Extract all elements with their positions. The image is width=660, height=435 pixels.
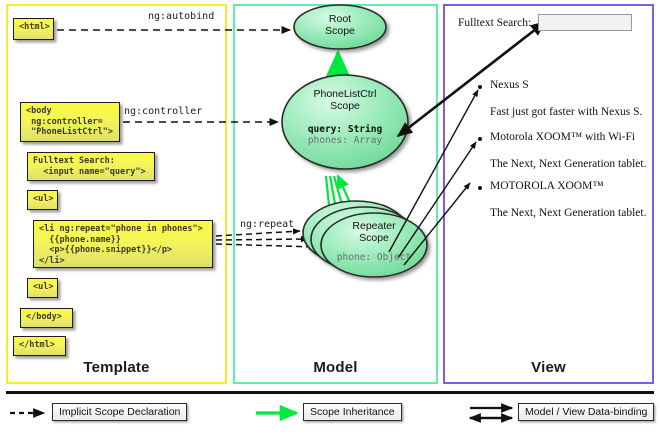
code-box-ul-close: <ul>: [27, 278, 58, 298]
view-item-snippet-2: The Next, Next Generation tablet.: [490, 158, 647, 170]
code-box-li-repeat: <li ng:repeat="phone in phones"> {{phone…: [33, 220, 213, 268]
legend-divider: [6, 391, 654, 394]
view-item-snippet-3: The Next, Next Generation tablet.: [490, 207, 647, 219]
code-box-body-open: <body ng:controller= "PhoneListCtrl">: [20, 102, 120, 142]
legend-label-model-view-data-binding: Model / View Data-binding: [518, 403, 655, 421]
view-item-snippet-1: Fast just got faster with Nexus S.: [490, 106, 643, 118]
legend-arrows: [10, 403, 514, 423]
code-box-ul-open: <ul>: [27, 190, 58, 210]
view-item-name-2: Motorola XOOM™ with Wi-Fi: [490, 131, 636, 143]
view-item-name-3: MOTOROLA XOOM™: [490, 180, 604, 192]
code-box-html-close: </html>: [13, 336, 66, 356]
legend-label-implicit-scope-declaration: Implicit Scope Declaration: [52, 403, 188, 421]
view-search-label: Fulltext Search:: [458, 17, 532, 29]
column-model: Model: [233, 4, 438, 384]
column-label-view: View: [531, 359, 566, 376]
column-view: View: [443, 4, 654, 384]
view-bullet-3: [478, 186, 482, 190]
column-label-template: Template: [83, 359, 150, 376]
code-box-html-open: <html>: [13, 18, 54, 40]
view-item-name-1: Nexus S: [490, 79, 529, 91]
legend: Implicit Scope Declaration Scope Inherit…: [0, 391, 660, 435]
code-box-search-markup: Fulltext Search: <input name="query">: [27, 152, 155, 181]
view-bullet-1: [478, 85, 482, 89]
connector-label-ng-autobind: ng:autobind: [148, 11, 215, 22]
legend-label-scope-inheritance: Scope Inheritance: [303, 403, 402, 421]
view-bullet-2: [478, 137, 482, 141]
view-search-input[interactable]: [538, 14, 632, 31]
connector-label-ng-controller: ng:controller: [124, 106, 203, 117]
column-label-model: Model: [313, 359, 358, 376]
code-box-body-close: </body>: [20, 308, 73, 328]
connector-label-ng-repeat: ng:repeat: [240, 219, 295, 230]
